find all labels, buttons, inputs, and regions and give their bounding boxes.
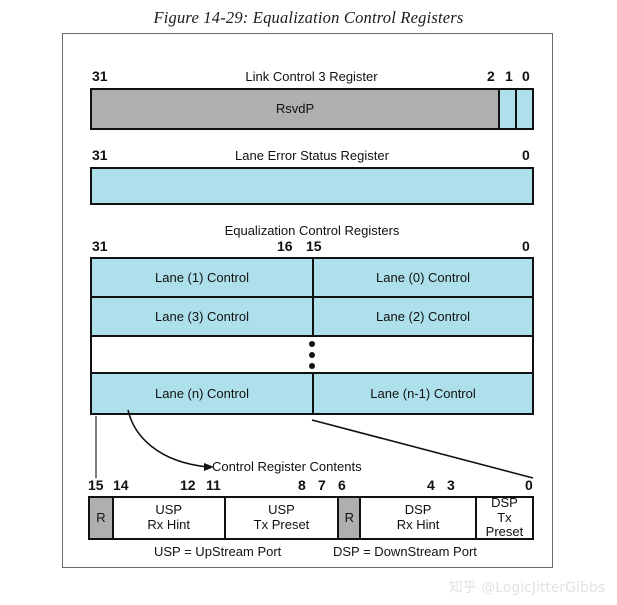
equalization-bit-16-label: 16 — [277, 238, 293, 254]
equalization-control-table: Lane (1) Control Lane (0) Control Lane (… — [90, 257, 534, 415]
lane-control-cell: Lane (3) Control — [92, 298, 312, 335]
detail-bit-12-label: 12 — [180, 477, 196, 493]
field-dsp-rx-hint: DSP Rx Hint — [359, 498, 475, 538]
vertical-ellipsis-icon — [92, 340, 532, 369]
link-control-3-caption: Link Control 3 Register — [245, 69, 378, 84]
detail-bit-8-label: 8 — [298, 477, 306, 493]
link-control-3-register-box: RsvdP — [90, 88, 534, 130]
field-line2: Tx Preset — [253, 517, 310, 532]
field-line1: DSP — [491, 494, 518, 510]
link-control-3-field-rsvdp: RsvdP — [92, 90, 498, 128]
field-usp-rx-hint: USP Rx Hint — [111, 498, 224, 538]
lane-error-status-register-box — [90, 167, 534, 205]
link-control-3-field-bit0 — [515, 90, 532, 128]
equalization-bit-15-label: 15 — [306, 238, 322, 254]
detail-bit-6-label: 6 — [338, 477, 346, 493]
figure-title: Figure 14-29: Equalization Control Regis… — [153, 8, 464, 27]
watermark: 知乎 @LogicJitterGibbs — [448, 580, 605, 596]
detail-bit-0-label: 0 — [525, 477, 533, 493]
field-line1: USP — [268, 502, 295, 518]
detail-bit-7-label: 7 — [318, 477, 326, 493]
field-line1: DSP — [404, 502, 432, 518]
detail-bit-15-label: 15 — [88, 477, 104, 493]
table-row: Lane (n) Control Lane (n-1) Control — [92, 374, 532, 413]
control-register-contents-box: R USP Rx Hint USP Tx Preset R DSP Rx Hin… — [88, 494, 534, 540]
lane-error-status-bit-0-label: 0 — [522, 147, 530, 163]
legend-dsp: DSP = DownStream Port — [333, 544, 477, 559]
lane-control-cell: Lane (1) Control — [92, 259, 312, 296]
detail-bit-14-label: 14 — [113, 477, 129, 493]
lane-control-cell: Lane (0) Control — [312, 259, 532, 296]
field-reserved-15: R — [90, 498, 112, 538]
callout-label: Control Register Contents — [212, 459, 362, 474]
field-line1: R — [344, 509, 354, 525]
field-line2: Rx Hint — [147, 517, 190, 532]
field-line2: Tx Preset — [485, 509, 524, 540]
detail-bit-11-label: 11 — [206, 477, 221, 493]
legend-usp: USP = UpStream Port — [154, 544, 282, 559]
field-line1: USP — [155, 502, 183, 518]
field-line1: R — [96, 509, 106, 525]
detail-bit-3-label: 3 — [447, 477, 455, 493]
table-row: Lane (3) Control Lane (2) Control — [92, 298, 532, 337]
field-dsp-tx-preset: DSP Tx Preset — [474, 494, 532, 540]
field-line2: Rx Hint — [396, 517, 440, 532]
lane-error-status-bit-31-label: 31 — [92, 147, 108, 163]
link-control-3-bit-2-label: 2 — [487, 68, 495, 84]
detail-bit-4-label: 4 — [427, 477, 435, 493]
table-row: Lane (1) Control Lane (0) Control — [92, 259, 532, 298]
equalization-bit-0-label: 0 — [522, 238, 530, 254]
link-control-3-bit-1-label: 1 — [505, 68, 513, 84]
equalization-bit-31-label: 31 — [92, 238, 108, 254]
field-reserved-7: R — [337, 498, 360, 538]
lane-control-cell: Lane (n) Control — [92, 374, 312, 413]
link-control-3-bit-0-label: 0 — [522, 68, 530, 84]
lane-error-status-caption: Lane Error Status Register — [235, 148, 389, 163]
lane-control-cell: Lane (n-1) Control — [312, 374, 532, 413]
lane-error-status-field — [92, 169, 532, 203]
equalization-control-caption: Equalization Control Registers — [224, 223, 400, 238]
table-row-ellipsis — [92, 337, 532, 374]
link-control-3-field-bit1 — [498, 90, 515, 128]
field-usp-tx-preset: USP Tx Preset — [223, 498, 338, 538]
lane-control-cell: Lane (2) Control — [312, 298, 532, 335]
link-control-3-bit-31-label: 31 — [92, 68, 108, 84]
